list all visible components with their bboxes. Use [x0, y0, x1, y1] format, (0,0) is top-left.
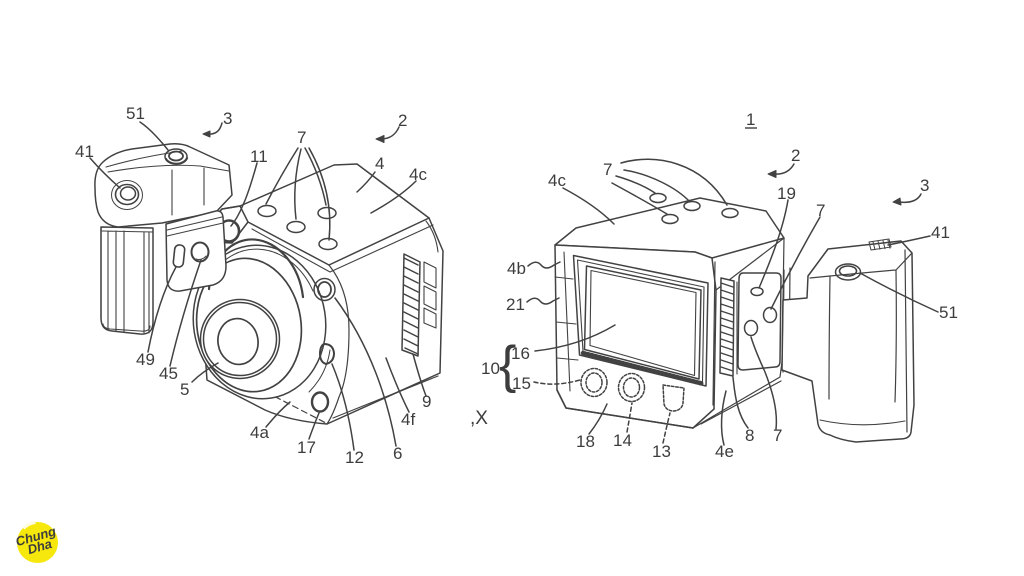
svg-text:17: 17	[297, 438, 316, 457]
svg-text:4f: 4f	[401, 410, 415, 429]
svg-text:45: 45	[159, 364, 178, 383]
svg-text:2: 2	[398, 111, 407, 130]
svg-text:15: 15	[512, 374, 531, 393]
svg-text:49: 49	[136, 350, 155, 369]
svg-text:7: 7	[603, 160, 612, 179]
svg-text:4e: 4e	[715, 442, 734, 461]
svg-text:13: 13	[652, 442, 671, 461]
svg-text:4b: 4b	[507, 259, 526, 278]
svg-text:3: 3	[223, 109, 232, 128]
svg-text:5: 5	[180, 380, 189, 399]
svg-text:6: 6	[393, 444, 402, 463]
svg-text:8: 8	[745, 426, 754, 445]
svg-text:41: 41	[931, 223, 950, 242]
svg-text:4c: 4c	[409, 165, 427, 184]
svg-text:Dha: Dha	[26, 536, 54, 557]
svg-text:4: 4	[375, 154, 384, 173]
svg-text:,X: ,X	[470, 408, 488, 429]
svg-text:1: 1	[746, 110, 755, 129]
svg-text:41: 41	[75, 142, 94, 161]
svg-text:21: 21	[506, 295, 525, 314]
svg-text:{: {	[499, 336, 516, 394]
svg-text:7: 7	[816, 201, 825, 220]
svg-text:10: 10	[481, 359, 500, 378]
svg-text:4c: 4c	[548, 171, 566, 190]
svg-text:19: 19	[777, 184, 796, 203]
svg-text:7: 7	[773, 426, 782, 445]
svg-text:2: 2	[791, 146, 800, 165]
svg-text:16: 16	[511, 344, 530, 363]
svg-text:14: 14	[613, 431, 632, 450]
svg-text:9: 9	[422, 392, 431, 411]
svg-text:11: 11	[250, 147, 268, 166]
svg-text:7: 7	[297, 128, 306, 147]
svg-text:51: 51	[939, 303, 958, 322]
svg-text:3: 3	[920, 176, 929, 195]
svg-text:12: 12	[345, 448, 364, 467]
svg-text:18: 18	[576, 432, 595, 451]
svg-text:51: 51	[126, 104, 145, 123]
svg-text:4a: 4a	[250, 423, 269, 442]
